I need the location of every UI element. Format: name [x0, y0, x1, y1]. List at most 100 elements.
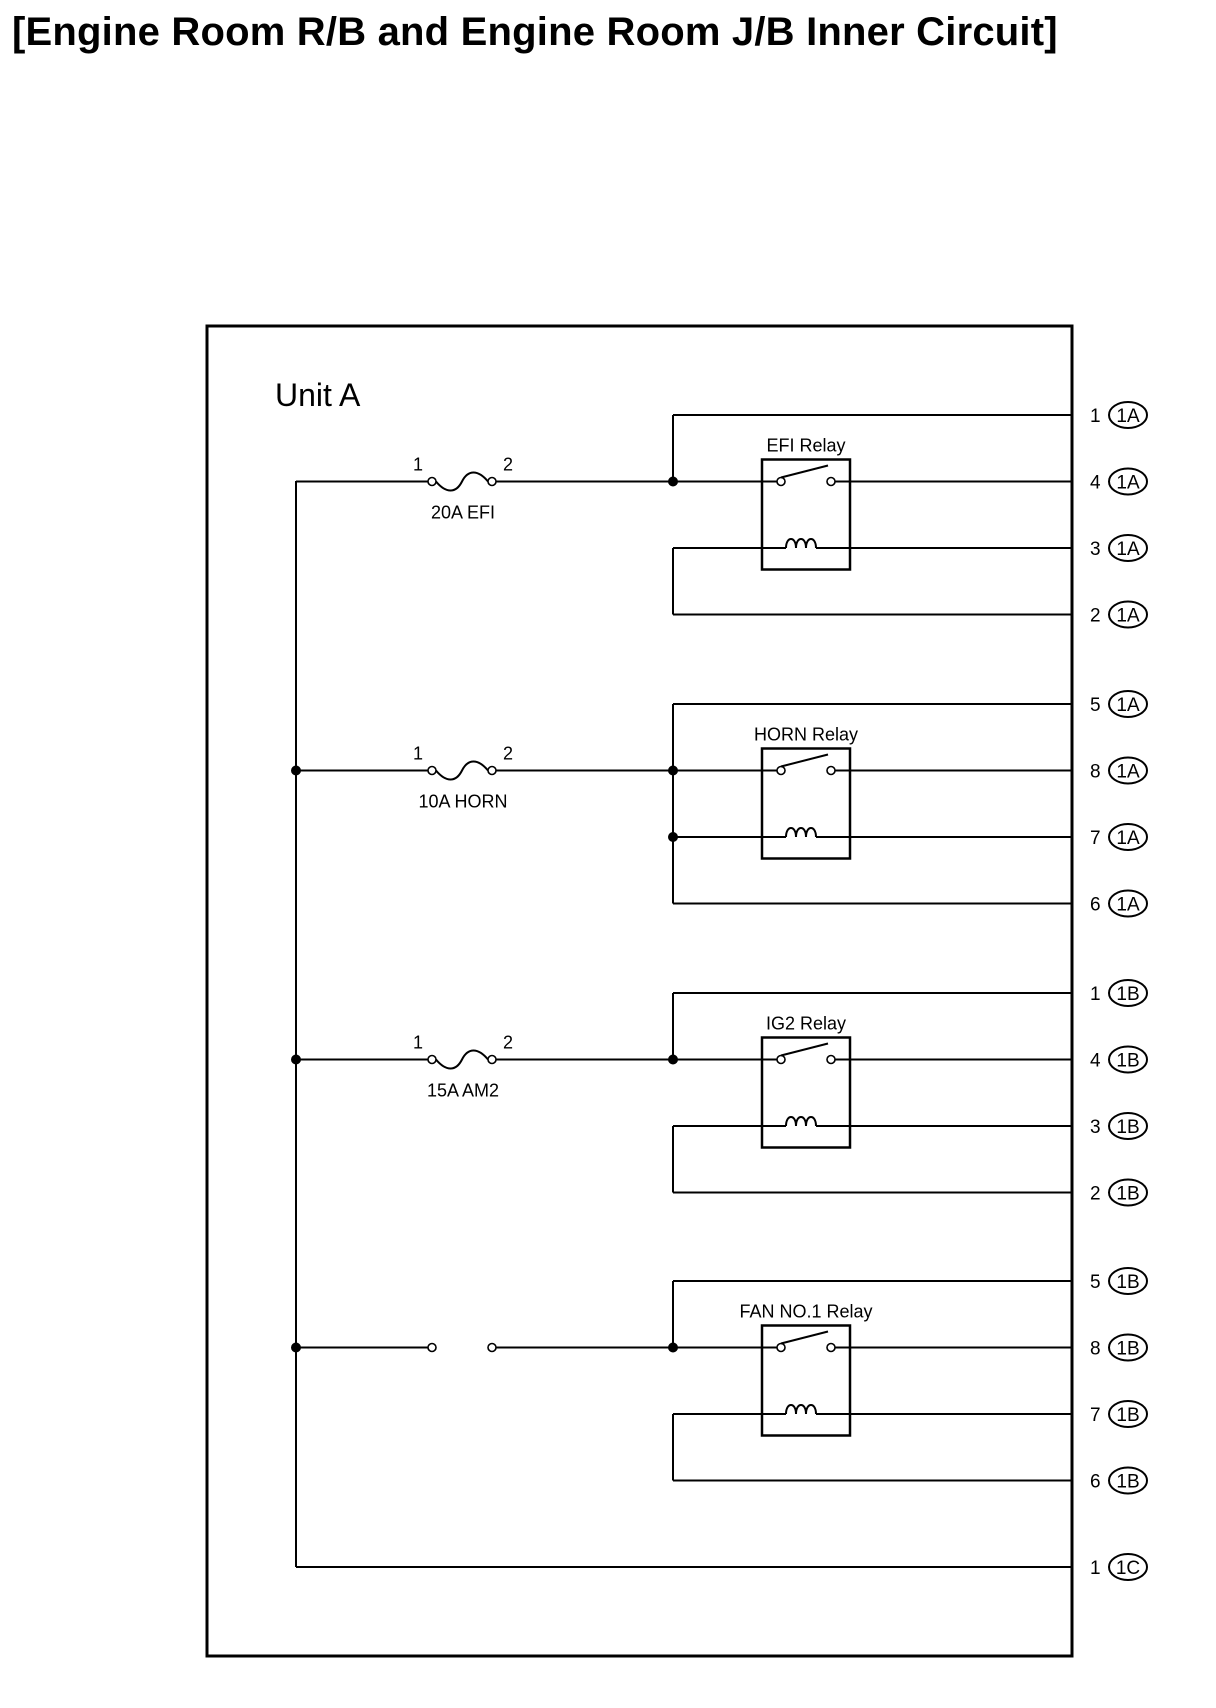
unit-label: Unit A — [275, 377, 361, 413]
connector-badge — [1108, 1178, 1148, 1207]
connector-label: 1A — [1116, 828, 1140, 849]
connector-label: 1B — [1116, 1051, 1139, 1072]
terminal: 1 1B — [1090, 979, 1148, 1007]
connector-label: 1B — [1116, 1339, 1139, 1360]
unit-a-frame — [205, 324, 1074, 1658]
connector-badge — [1108, 467, 1148, 496]
fuse-icon — [435, 760, 489, 781]
fuse-terminal — [427, 765, 437, 776]
switch-blade — [780, 464, 829, 479]
terminal: 3 1A — [1090, 534, 1148, 562]
contact-terminal — [776, 765, 786, 776]
contact-terminal — [826, 1342, 836, 1353]
terminal-pin: 5 — [1090, 695, 1101, 716]
connector-label: 1A — [1116, 539, 1140, 560]
connector-badge — [1108, 979, 1148, 1007]
connector-badge — [1108, 1112, 1148, 1140]
page-title: [Engine Room R/B and Engine Room J/B Inn… — [12, 10, 1058, 54]
relay-block: FAN NO.1 Relay 5 1B 8 1B 7 1B 6 1B — [291, 1267, 1148, 1495]
fuse-pin-left: 1 — [413, 455, 423, 475]
fuse-pin-right: 2 — [503, 455, 513, 475]
fuse-terminal — [487, 1054, 497, 1065]
terminal-pin: 8 — [1090, 1339, 1101, 1360]
relay-label: FAN NO.1 Relay — [739, 1302, 872, 1322]
connector-label: 1A — [1116, 895, 1140, 916]
connector-label: 1B — [1116, 1405, 1139, 1426]
terminal: 5 1B — [1090, 1267, 1148, 1295]
connector-badge — [1108, 823, 1148, 851]
terminal-pin: 3 — [1090, 539, 1101, 560]
connector-badge — [1108, 1267, 1148, 1295]
terminal: 6 1B — [1090, 1466, 1148, 1495]
switch-blade — [780, 753, 829, 768]
fuse-icon — [435, 471, 489, 492]
terminal: 7 1B — [1090, 1400, 1148, 1428]
connector-label: 1C — [1116, 1558, 1140, 1579]
connector-label: 1A — [1116, 606, 1140, 627]
connector-badge — [1108, 1333, 1148, 1362]
fuse-label: 15A AM2 — [427, 1081, 499, 1101]
terminal-pin: 7 — [1090, 1405, 1101, 1426]
fuse-slot-terminal — [487, 1342, 497, 1353]
terminal: 5 1A — [1090, 690, 1148, 718]
connector-badge — [1108, 401, 1148, 429]
coil-icon — [785, 1116, 817, 1127]
fuse-label: 20A EFI — [431, 503, 495, 523]
relay-box — [760, 1324, 852, 1437]
connector-label: 1B — [1116, 984, 1139, 1005]
terminal-pin: 3 — [1090, 1117, 1101, 1138]
terminal-pin: 4 — [1090, 473, 1101, 494]
connector-badge — [1108, 1553, 1148, 1581]
fuse-slot-terminal — [427, 1342, 437, 1353]
connector-badge — [1108, 690, 1148, 718]
connector-label: 1A — [1116, 406, 1140, 427]
relay-label: EFI Relay — [766, 436, 845, 456]
relay-box — [760, 1036, 852, 1149]
connector-label: 1A — [1116, 473, 1140, 494]
fuse-terminal — [427, 1054, 437, 1065]
terminal-pin: 1 — [1090, 984, 1101, 1005]
terminal: 8 1B — [1090, 1333, 1148, 1362]
contact-terminal — [826, 476, 836, 487]
connector-label: 1B — [1116, 1184, 1139, 1205]
fuse-terminal — [427, 476, 437, 487]
terminal-pin: 8 — [1090, 762, 1101, 783]
connector-badge — [1108, 534, 1148, 562]
terminal-pin: 5 — [1090, 1272, 1101, 1293]
contact-terminal — [776, 1054, 786, 1065]
terminal-pin: 1 — [1090, 1558, 1101, 1579]
connector-badge — [1108, 1400, 1148, 1428]
connector-badge — [1108, 1466, 1148, 1495]
fuse-pin-left: 1 — [413, 1033, 423, 1053]
fuse-terminal — [487, 476, 497, 487]
coil-icon — [785, 538, 817, 549]
relay-label: IG2 Relay — [766, 1014, 846, 1034]
connector-label: 1B — [1116, 1272, 1139, 1293]
coil-icon — [785, 827, 817, 838]
connector-label: 1B — [1116, 1472, 1139, 1493]
connector-label: 1A — [1116, 762, 1140, 783]
fuse-pin-right: 2 — [503, 744, 513, 764]
connector-label: 1A — [1116, 695, 1140, 716]
terminal-pin: 6 — [1090, 895, 1101, 916]
terminal: 4 1A — [1090, 467, 1148, 496]
connector-badge — [1108, 756, 1148, 785]
relay-box — [760, 458, 852, 571]
terminal-pin: 2 — [1090, 606, 1101, 627]
contact-terminal — [826, 765, 836, 776]
coil-icon — [785, 1404, 817, 1415]
terminal: 6 1A — [1090, 889, 1148, 918]
contact-terminal — [776, 1342, 786, 1353]
switch-blade — [780, 1330, 829, 1345]
contact-terminal — [776, 476, 786, 487]
terminal-pin: 6 — [1090, 1472, 1101, 1493]
